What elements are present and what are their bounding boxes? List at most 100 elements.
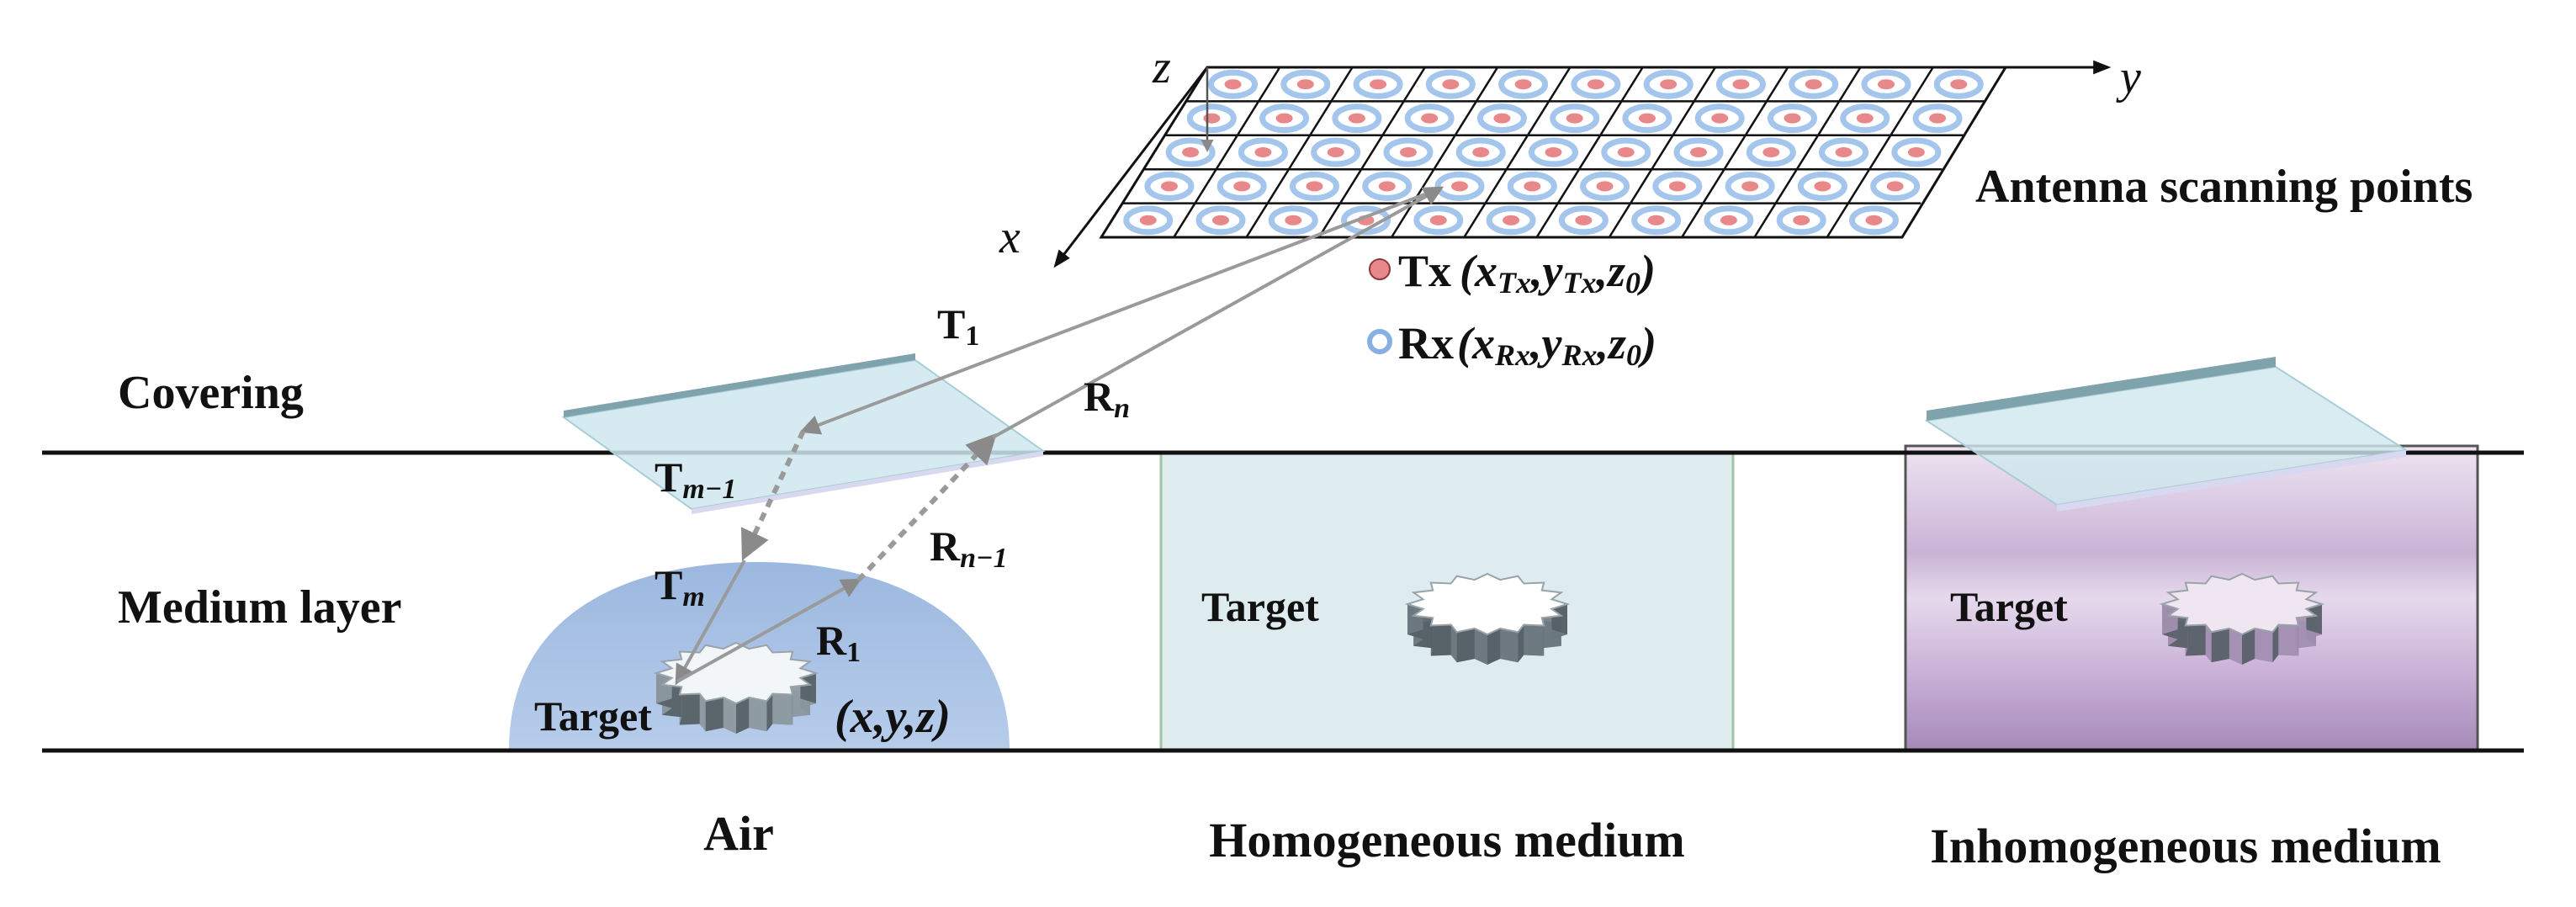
tx-dot bbox=[1784, 113, 1801, 124]
antenna-element bbox=[1694, 103, 1745, 134]
antenna-element bbox=[1238, 137, 1288, 167]
tx-dot bbox=[1762, 147, 1780, 157]
rx-ring bbox=[1383, 137, 1434, 167]
tx-dot bbox=[1348, 113, 1365, 124]
antenna-element bbox=[1507, 171, 1557, 201]
rx-ring bbox=[1280, 69, 1331, 99]
covering-plate-inhomogeneous bbox=[1924, 357, 2409, 512]
ray-rn bbox=[992, 186, 1444, 439]
tx-dot bbox=[1950, 79, 1968, 90]
antenna-element bbox=[1601, 137, 1651, 167]
tx-dot bbox=[1814, 181, 1831, 192]
grid-column-line bbox=[1826, 66, 1934, 238]
rx-ring bbox=[1848, 205, 1899, 236]
antenna-element bbox=[1208, 69, 1259, 99]
gear-tooth-face bbox=[2211, 628, 2229, 663]
antenna-element bbox=[1434, 171, 1485, 201]
tx-dot bbox=[1182, 147, 1200, 157]
tx-dot bbox=[1233, 181, 1251, 192]
tx-dot bbox=[1429, 215, 1447, 225]
tx-dot bbox=[1793, 215, 1810, 225]
tx-dot bbox=[1203, 113, 1221, 124]
gear-tooth-face bbox=[1524, 624, 1545, 656]
rx-ring bbox=[1580, 171, 1630, 201]
antenna-scanning-points-label: Antenna scanning points bbox=[1975, 161, 2473, 213]
tx-dot bbox=[1835, 147, 1852, 157]
antenna-element bbox=[1704, 205, 1754, 236]
tx-dot bbox=[1587, 79, 1604, 90]
antenna-element bbox=[1848, 205, 1899, 236]
antenna-element bbox=[1383, 137, 1434, 167]
tx-dot bbox=[1275, 113, 1293, 124]
rx-ring bbox=[1208, 69, 1259, 99]
rx-ring bbox=[1186, 103, 1237, 134]
rx-legend-text: Rx(xRx,yRx,z0) bbox=[1398, 318, 1656, 372]
axis-x-label: x bbox=[999, 211, 1020, 263]
antenna-element bbox=[1268, 205, 1318, 236]
ray-tm-minus-1 bbox=[741, 429, 806, 561]
antenna-element bbox=[1195, 205, 1246, 236]
rx-ring bbox=[1425, 69, 1476, 99]
antenna-element bbox=[1891, 137, 1942, 167]
rx-ring bbox=[1797, 171, 1847, 201]
gear-tooth-face bbox=[699, 693, 706, 732]
rx-ring bbox=[1498, 69, 1549, 99]
grid-column-line bbox=[1391, 66, 1499, 238]
tx-dot bbox=[1741, 181, 1759, 192]
tx-dot bbox=[1877, 79, 1895, 90]
antenna-element bbox=[1550, 103, 1600, 134]
target-label-air: Target bbox=[534, 692, 652, 740]
rx-ring bbox=[1673, 137, 1724, 167]
antenna-element bbox=[1725, 171, 1775, 201]
antenna-element bbox=[1622, 103, 1672, 134]
rx-ring bbox=[1643, 69, 1693, 99]
tx-legend-text: Tx(xTx,yTx,z0) bbox=[1398, 246, 1656, 300]
grid-column-line bbox=[1753, 66, 1862, 238]
grid-column-line bbox=[1317, 66, 1426, 238]
antenna-element bbox=[1797, 171, 1847, 201]
rx-ring bbox=[1486, 205, 1536, 236]
tx-dot bbox=[1575, 215, 1593, 225]
gear-tooth-face bbox=[1456, 628, 1475, 663]
tx-dot bbox=[1472, 147, 1490, 157]
antenna-scanning-grid bbox=[1099, 66, 2008, 239]
tx-dot bbox=[1732, 79, 1750, 90]
rx-ring bbox=[1123, 205, 1174, 236]
target-gear-air bbox=[653, 641, 819, 734]
rx-ring bbox=[1704, 205, 1754, 236]
antenna-element bbox=[1123, 205, 1174, 236]
antenna-element bbox=[1673, 137, 1724, 167]
tx-dot bbox=[1907, 147, 1925, 157]
target-label-inhomogeneous: Target bbox=[1950, 583, 2068, 630]
rx-ring bbox=[1311, 137, 1361, 167]
gear-tooth-face bbox=[736, 697, 750, 734]
tx-dot bbox=[1212, 215, 1230, 225]
antenna-element bbox=[1311, 137, 1361, 167]
ray-label-tm: Tm bbox=[655, 561, 705, 613]
rx-ring bbox=[1165, 137, 1216, 167]
tx-dot bbox=[1327, 147, 1344, 157]
homogeneous-medium-label: Homogeneous medium bbox=[1209, 813, 1685, 867]
antenna-element bbox=[1259, 103, 1310, 134]
antenna-element bbox=[1476, 103, 1527, 134]
tx-dot bbox=[1711, 113, 1729, 124]
target-coord-label: (x,y,z) bbox=[835, 691, 951, 743]
rx-ring bbox=[1195, 205, 1246, 236]
axis-z-label: z bbox=[1152, 41, 1171, 93]
tx-dot bbox=[1399, 147, 1417, 157]
tx-dot bbox=[1805, 79, 1822, 90]
tx-dot bbox=[1545, 147, 1562, 157]
gear-tooth-face bbox=[2242, 628, 2255, 665]
target-gear-inhomogeneous bbox=[2159, 572, 2325, 665]
antenna-element bbox=[1165, 137, 1216, 167]
ray-r1 bbox=[676, 578, 862, 683]
tx-dot bbox=[1421, 113, 1439, 124]
tx-dot bbox=[1929, 113, 1947, 124]
tx-dot bbox=[1493, 113, 1511, 124]
ray-t1 bbox=[799, 187, 1441, 435]
rx-ring bbox=[1550, 103, 1600, 134]
gear-tooth-face bbox=[705, 697, 724, 732]
tx-dot bbox=[1668, 181, 1686, 192]
rx-ring bbox=[1259, 103, 1310, 134]
antenna-element bbox=[1776, 205, 1826, 236]
